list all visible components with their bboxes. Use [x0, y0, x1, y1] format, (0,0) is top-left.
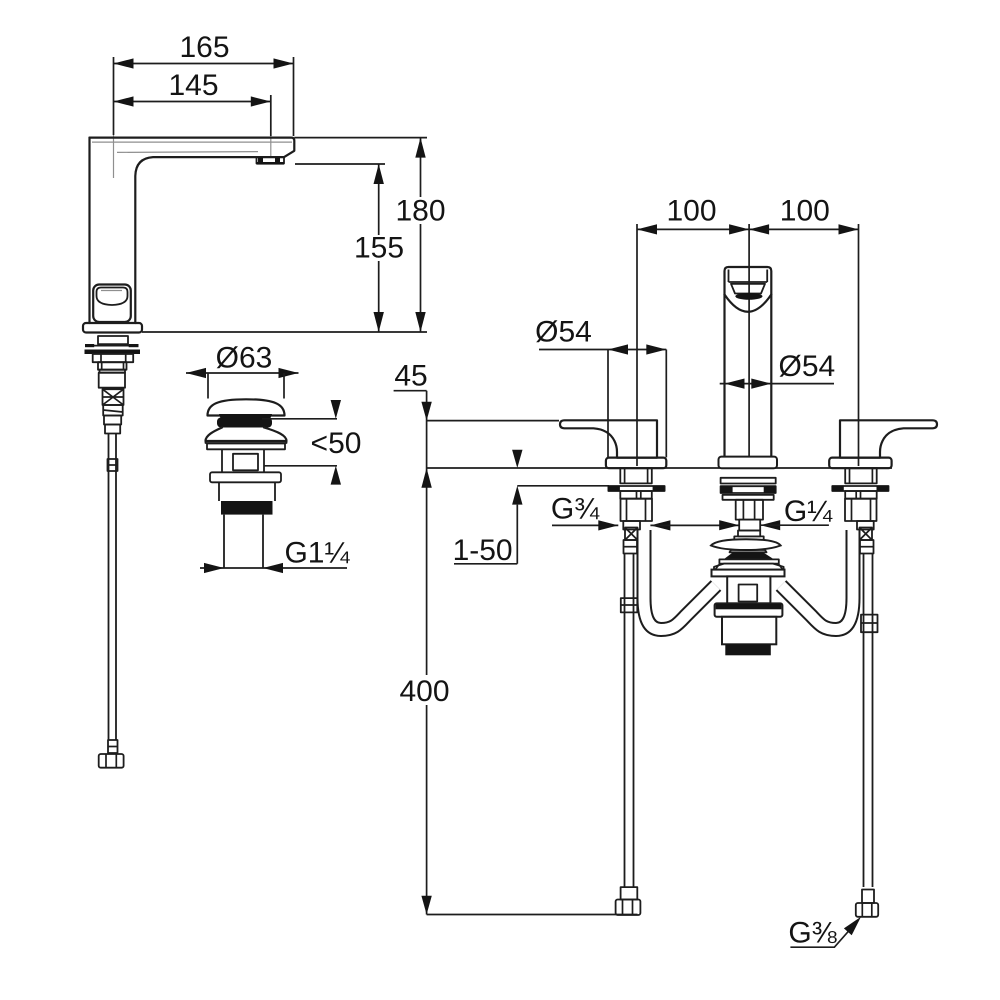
- svg-text:G1¼: G1¼: [284, 537, 350, 570]
- svg-text:400: 400: [399, 675, 449, 708]
- svg-text:G¾: G¾: [551, 493, 600, 526]
- svg-text:180: 180: [395, 195, 445, 228]
- svg-text:Ø54: Ø54: [535, 316, 592, 349]
- svg-text:100: 100: [780, 195, 830, 228]
- svg-text:1-50: 1-50: [453, 534, 513, 567]
- svg-text:100: 100: [666, 195, 716, 228]
- svg-text:G⅜: G⅜: [788, 917, 837, 950]
- svg-text:Ø54: Ø54: [779, 350, 836, 383]
- svg-text:155: 155: [354, 232, 404, 265]
- svg-text:<50: <50: [311, 427, 362, 460]
- svg-text:145: 145: [168, 69, 218, 102]
- svg-text:G¼: G¼: [784, 495, 833, 528]
- svg-text:165: 165: [179, 31, 229, 64]
- svg-text:Ø63: Ø63: [216, 342, 273, 375]
- svg-text:45: 45: [394, 360, 427, 393]
